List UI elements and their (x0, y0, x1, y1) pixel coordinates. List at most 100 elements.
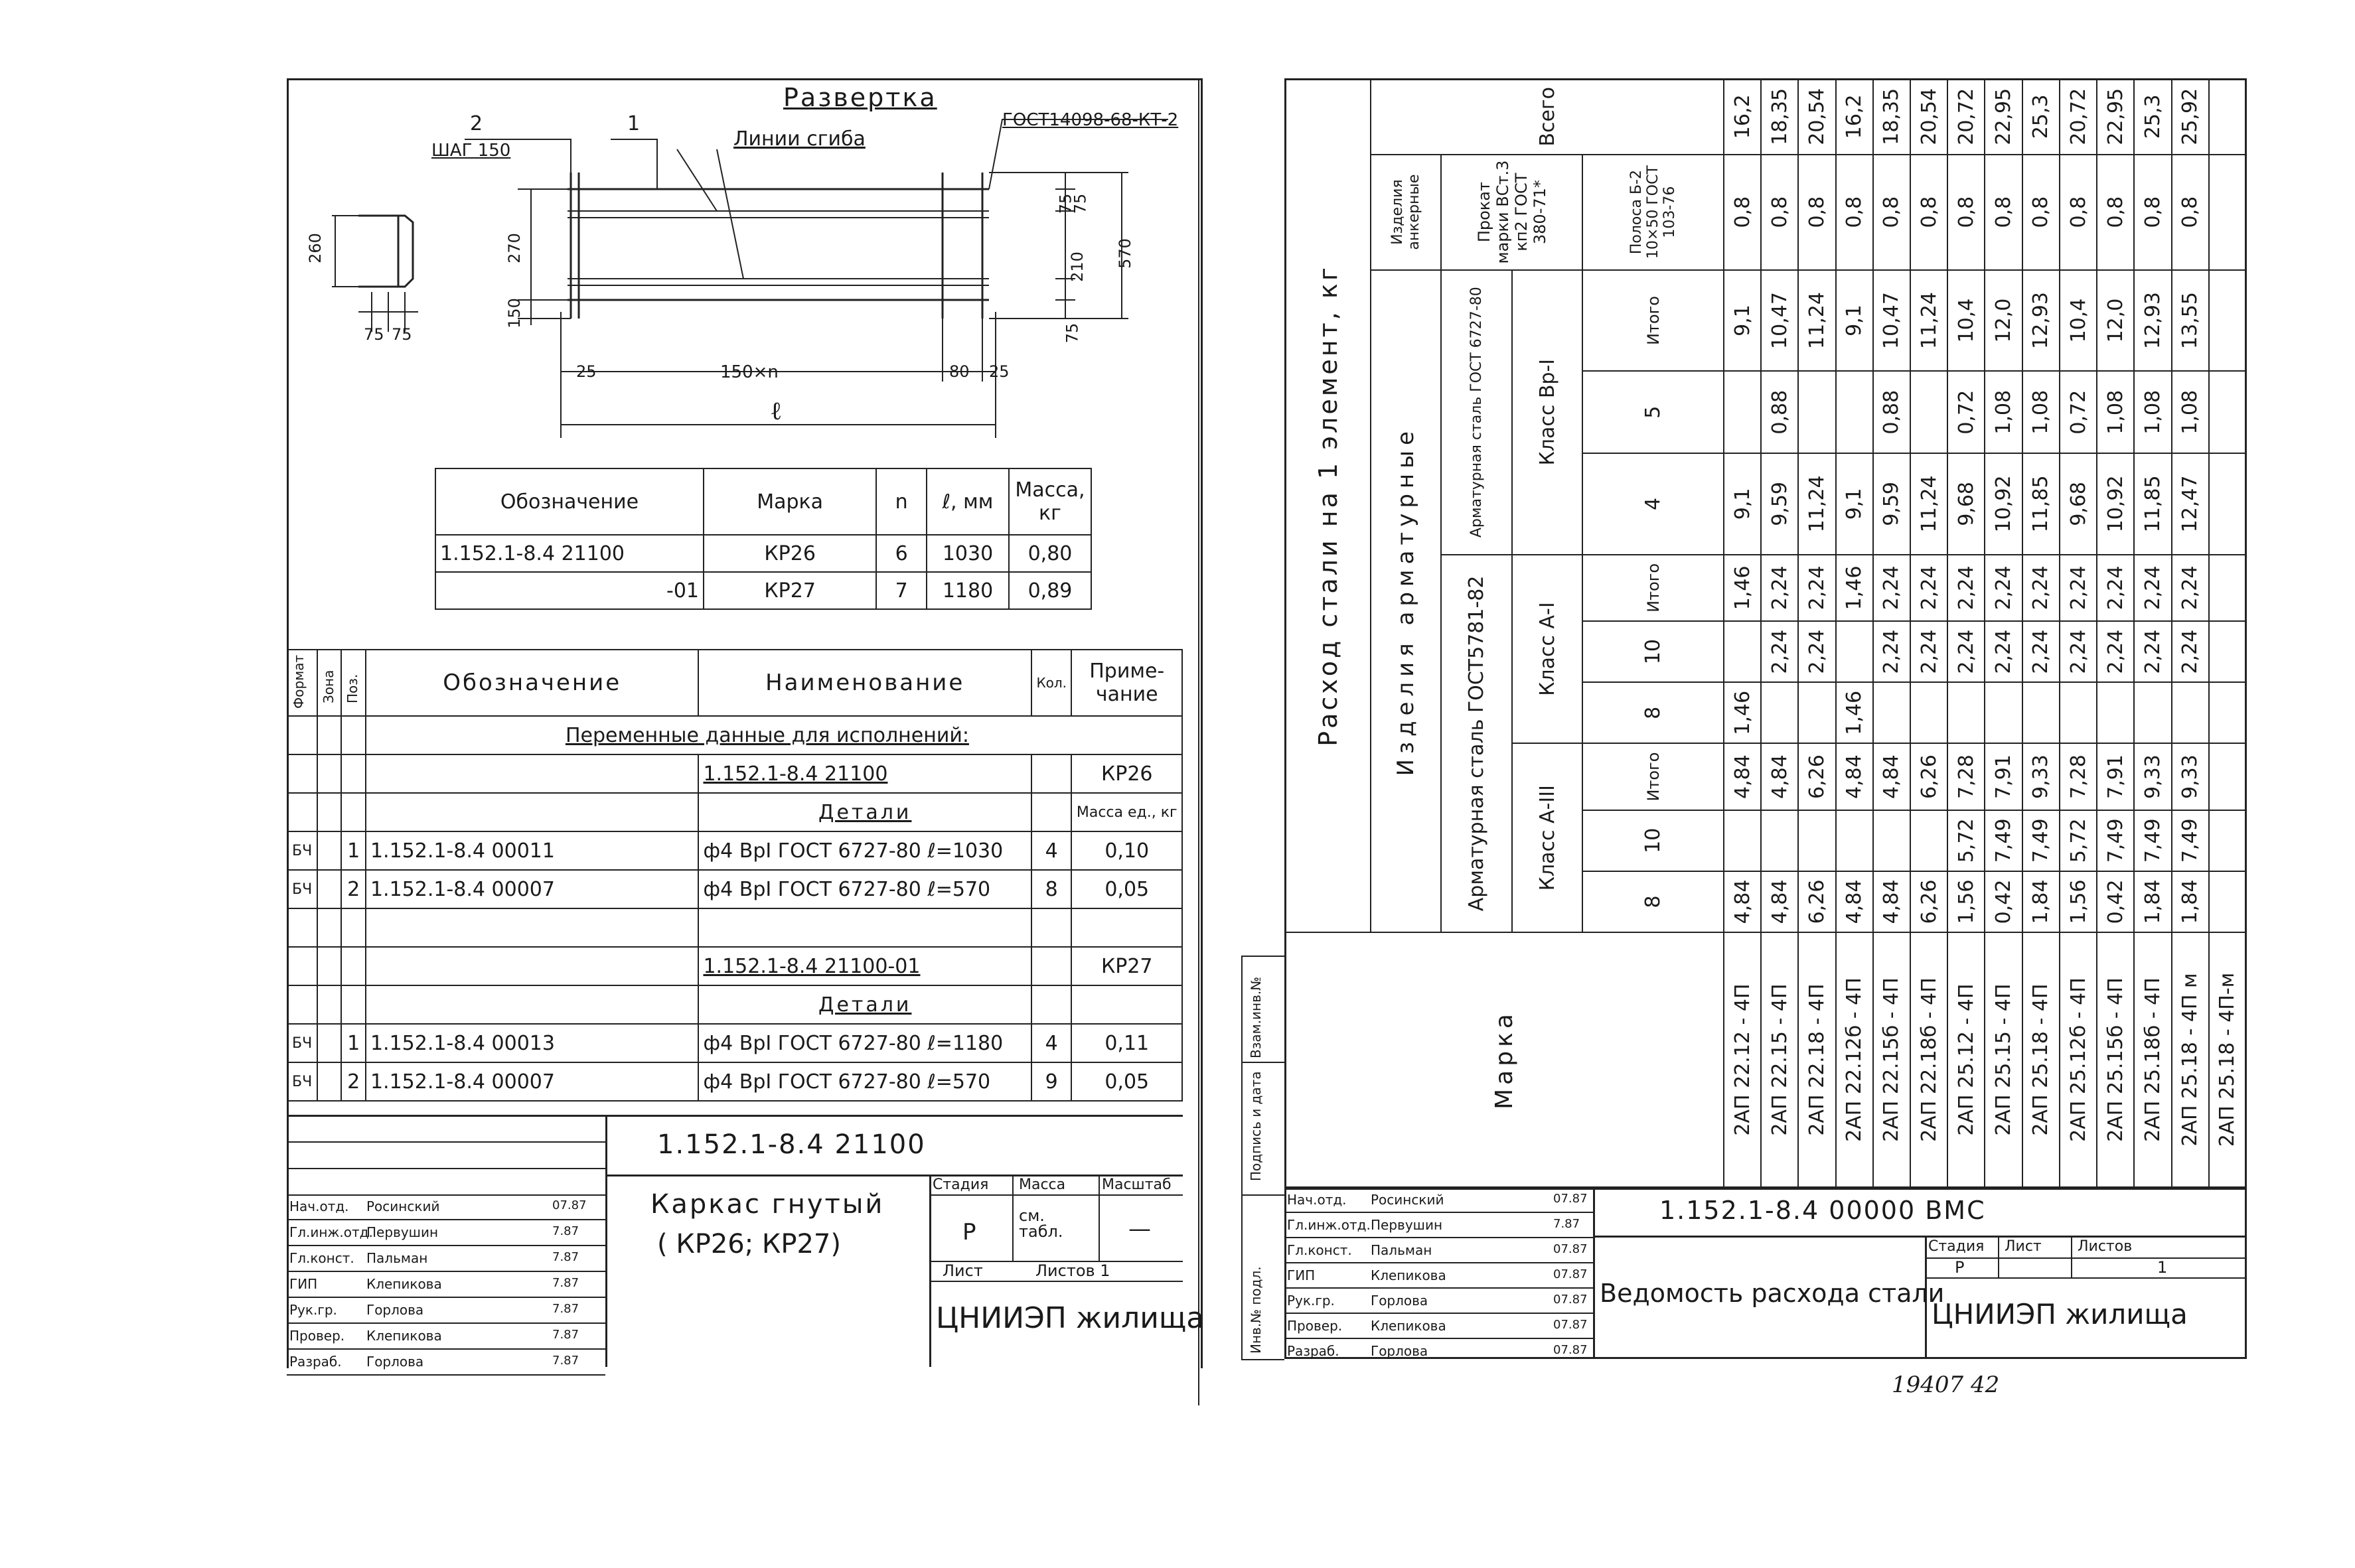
row-value: 0,8 (2097, 154, 2135, 270)
side-label-inv: Инв.№ подл. (1248, 1266, 1264, 1354)
row-value: 12,93 (2022, 269, 2060, 372)
bend-lines-label: Линии сгиба (733, 127, 866, 151)
left-h-stage: Стадия (933, 1176, 989, 1193)
row-value (1798, 371, 1836, 453)
sign-row: Провер. Клепикова 07.87 (1284, 1314, 1593, 1339)
row-value (2208, 743, 2246, 810)
row-value: 9,68 (2059, 453, 2097, 555)
left-h-mass: Масса (1019, 1176, 1066, 1193)
row-value (2097, 682, 2135, 744)
callout-2: 2 (470, 112, 483, 135)
row-value: 6,26 (1910, 871, 1948, 932)
row-value (2208, 621, 2246, 683)
row-value (1798, 810, 1836, 871)
sheet-separator (1198, 78, 1199, 1405)
row-value: 18,35 (1761, 79, 1799, 155)
row-value (2171, 682, 2209, 744)
profile-sketch (332, 214, 418, 332)
row-value: 22,95 (1985, 79, 2022, 155)
head-itogo-2: Итого (1582, 554, 1724, 622)
row-value: 2,24 (2134, 554, 2172, 622)
row-value (1835, 371, 1873, 453)
row-value: 20,72 (2059, 79, 2097, 155)
row-value: 9,68 (1947, 453, 1985, 555)
right-doc-code: 1.152.1-8.4 00000 ВМС (1659, 1196, 1986, 1225)
spec-head-pos: Поз. (341, 649, 366, 717)
sign-row: Провер. Клепикова 7.87 (287, 1324, 605, 1350)
row-value: 7,91 (1985, 743, 2022, 810)
right-h-stage: Стадия (1928, 1238, 1985, 1255)
row-value: 20,54 (1910, 79, 1948, 155)
row-value: 4,84 (1761, 743, 1799, 810)
row-value: 0,8 (1947, 154, 1985, 270)
row-value: 4,84 (1723, 743, 1762, 810)
row-mark: 2АП 22.12 - 4П (1723, 932, 1762, 1187)
dim-210: 210 (1067, 251, 1087, 282)
row-value (1761, 810, 1799, 871)
spec-head-qty: Кол. (1030, 649, 1073, 717)
head-d4: 4 (1582, 453, 1724, 555)
row-value (2022, 682, 2060, 744)
row-value: 25,3 (2022, 79, 2060, 155)
steel-consumption-table: Марка Расход стали на 1 элемент, кг Изде… (1284, 78, 2247, 1188)
left-title-block (287, 1115, 1183, 1369)
row-value: 2,24 (2059, 621, 2097, 683)
row-value: 1,46 (1723, 682, 1762, 744)
head-main: Расход стали на 1 элемент, кг (1285, 79, 1371, 932)
frame-drawing (465, 119, 1168, 438)
row-mark: 2АП 25.15 - 4П (1985, 932, 2022, 1187)
table-row: БЧ 2 1.152.1-8.4 00007 ф4 ВрI ГОСТ 6727-… (287, 869, 1183, 909)
row-mark: 2АП 25.12б - 4П (2059, 932, 2097, 1187)
row-value: 1,46 (1835, 554, 1873, 622)
row-value (1872, 682, 1911, 744)
sign-row: Рук.гр. Горлова 7.87 (287, 1298, 605, 1324)
dim-25a: 25 (576, 362, 597, 381)
table-row: 2АП 25.18 - 4П-м (2208, 79, 2246, 1187)
row-value: 1,84 (2171, 871, 2209, 932)
head-total: Всего (1371, 79, 1724, 155)
row-value: 1,56 (2059, 871, 2097, 932)
row-mark: 2АП 25.18 - 4П м (2171, 932, 2209, 1187)
row-mark: 2АП 25.15б - 4П (2097, 932, 2135, 1187)
row-value: 2,24 (1798, 554, 1836, 622)
row-value: 0,8 (1723, 154, 1762, 270)
row-value: 0,8 (1910, 154, 1948, 270)
left-scale: — (1128, 1216, 1151, 1242)
row-value: 2,24 (2097, 621, 2135, 683)
variable-data-label: Переменные данные для исполнений: (364, 715, 1183, 755)
row-value: 0,8 (2134, 154, 2172, 270)
sign-row: ГИП Клепикова 7.87 (287, 1272, 605, 1298)
row-value (1835, 810, 1873, 871)
row-value: 2,24 (1798, 621, 1836, 683)
head-d10: 10 (1582, 810, 1724, 871)
row-value: 0,8 (1985, 154, 2022, 270)
sign-row: ГИП Клепикова 07.87 (1284, 1263, 1593, 1289)
row-value: 4,84 (1835, 871, 1873, 932)
sign-row: Рук.гр. Горлова 07.87 (1284, 1289, 1593, 1314)
head-polosa: Полоса Б-2 10×50 ГОСТ 103-76 (1582, 154, 1724, 270)
spec-head-zone: Зона (316, 649, 342, 717)
row-mark: 2АП 22.18б - 4П (1910, 932, 1948, 1187)
gost-label: ГОСТ14098-68-КТ-2 (1002, 110, 1179, 130)
row-value (1723, 621, 1762, 683)
row-value: 9,33 (2134, 743, 2172, 810)
row-value: 0,42 (1985, 871, 2022, 932)
row-mark: 2АП 25.18б - 4П (2134, 932, 2172, 1187)
doc2: 1.152.1-8.4 21100-01 (698, 946, 1032, 986)
row-value (1723, 371, 1762, 453)
row-value: 4,84 (1723, 871, 1762, 932)
row-value: 7,49 (2022, 810, 2060, 871)
head-class-bri: Класс Вр-I (1511, 269, 1583, 555)
unfold-drawing (332, 119, 1168, 438)
row-value: 2,24 (1872, 621, 1911, 683)
row-value: 10,4 (2059, 269, 2097, 372)
sign-row: Гл.конст. Пальман 7.87 (287, 1246, 605, 1272)
row-value: 10,4 (1947, 269, 1985, 372)
row-value: 11,24 (1910, 269, 1948, 372)
row-value: 0,8 (1761, 154, 1799, 270)
